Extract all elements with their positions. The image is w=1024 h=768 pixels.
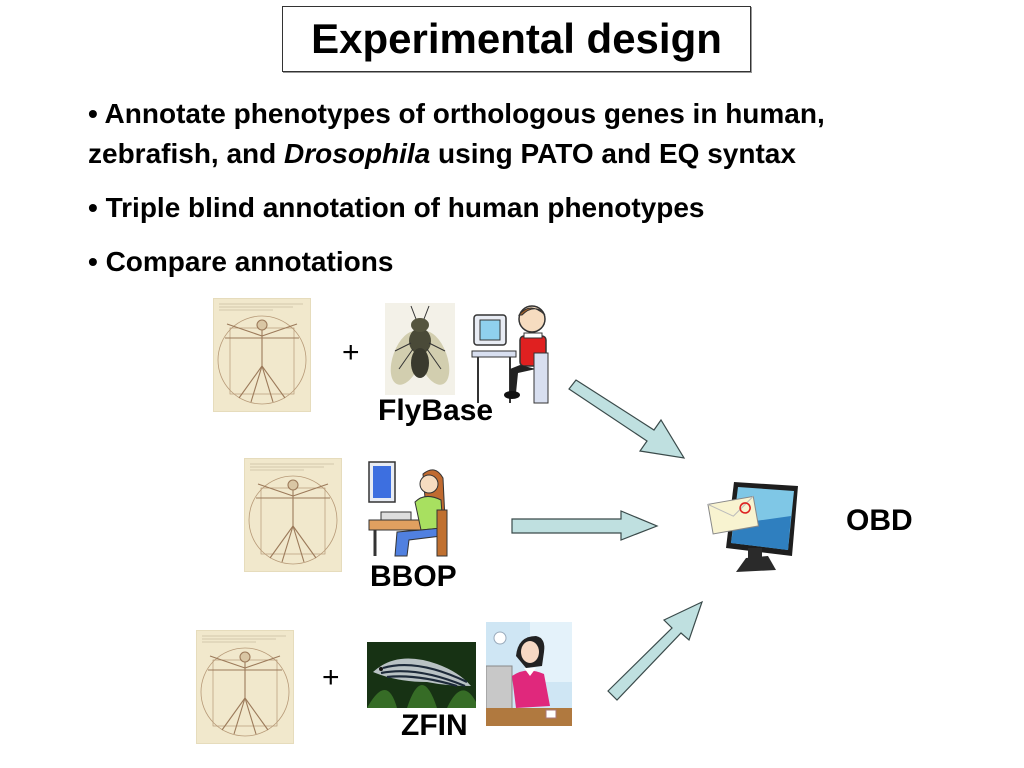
flybase-label: FlyBase [378, 394, 494, 427]
arrow-bbop-to-obd [511, 510, 659, 541]
fruit-fly-image [385, 303, 455, 395]
woman-at-computer-clipart [486, 622, 572, 726]
title-box: Experimental design [282, 6, 751, 72]
zfin-label: ZFIN [401, 709, 468, 742]
bullet-triple-blind: • Triple blind annotation of human pheno… [88, 192, 705, 223]
bullet-list: • Annotate phenotypes of orthologous gen… [88, 94, 1018, 282]
bullet-compare: • Compare annotations [88, 246, 394, 277]
obd-label: OBD [846, 504, 913, 537]
zebrafish-image [367, 642, 476, 708]
arrow-flybase-to-obd [568, 379, 686, 459]
monitor-with-envelope-icon [706, 476, 802, 574]
bullet-1-line-1: • Annotate phenotypes of orthologous gen… [88, 98, 825, 129]
bullet-1-italic-drosophila: Drosophila [284, 138, 431, 169]
bbop-label: BBOP [370, 560, 457, 593]
plus-sign-row-3: + [322, 661, 340, 694]
bullet-annotate: • Annotate phenotypes of orthologous gen… [88, 94, 1018, 174]
girl-at-computer-clipart [367, 460, 449, 560]
bullet-1-line-2b: using PATO and EQ syntax [430, 138, 796, 169]
boy-at-computer-clipart [470, 303, 550, 407]
plus-sign-row-1: + [342, 336, 360, 369]
slide-title: Experimental design [311, 15, 722, 62]
arrow-zfin-to-obd [607, 600, 704, 701]
bullet-1-line-2a: zebrafish, and [88, 138, 285, 169]
